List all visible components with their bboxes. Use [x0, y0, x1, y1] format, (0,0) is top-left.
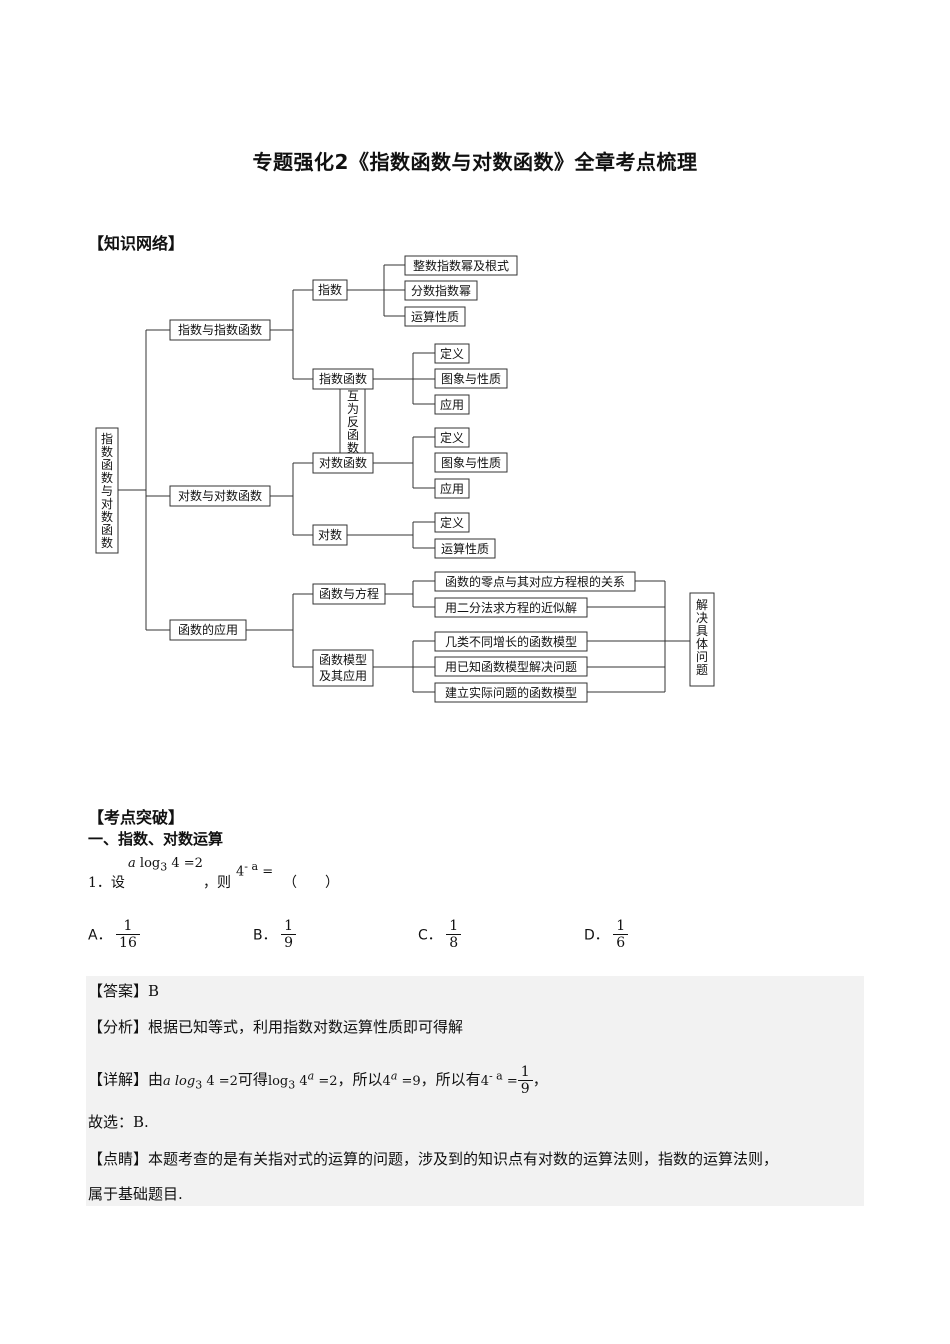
node-label: 指数与指数函数: [178, 322, 262, 337]
question-blank: （ ）: [283, 875, 339, 891]
expr-exp: - a: [244, 860, 259, 873]
expr-base: 4: [236, 864, 245, 880]
leaf-tuxiang-xingzhi: [434, 368, 508, 389]
question-condition: a log3 4 =2: [128, 856, 203, 874]
option-label: A．: [88, 927, 112, 944]
leaf-label: 定义: [440, 430, 464, 445]
option-label: B．: [253, 927, 277, 944]
leaf-label: 建立实际问题的函数模型: [445, 685, 577, 700]
answer-line: 【答案】B: [88, 982, 160, 1000]
analysis-line: 【分析】根据已知等式，利用指数对数运算性质即可得解: [88, 1018, 464, 1036]
node-hanshu-moxing: [312, 649, 374, 687]
leaf-label: 用已知函数模型解决问题: [445, 659, 577, 674]
log-fn: log: [139, 856, 161, 871]
knowledge-map: 指数函数与对数函数 指数与指数函数 对数与对数函数 函数的应用 指数 指数函数 …: [95, 255, 715, 703]
solve-box: [689, 592, 715, 687]
comment-line-1: 【点睛】本题考查的是有关指对式的运算的问题，涉及到的知识点有对数的运算法则，指数…: [88, 1150, 779, 1168]
leaf-label: 运算性质: [411, 309, 459, 324]
comment-line-2: 属于基础题目.: [88, 1185, 183, 1203]
leaf-tuxiang-xingzhi: [434, 452, 508, 473]
leaf-label: 运算性质: [441, 541, 489, 556]
node-label: 函数的应用: [178, 622, 238, 637]
leaf-label: 用二分法求方程的近似解: [445, 600, 577, 615]
section-knowledge-heading: 【知识网络】: [88, 234, 185, 253]
leaf-label: 图象与性质: [441, 456, 501, 470]
leaf-dingyi: [434, 427, 470, 448]
expr-eq: =: [258, 864, 274, 880]
solve-note: 解决具体问题: [696, 598, 708, 677]
leaf-label: 整数指数幂及根式: [413, 258, 509, 273]
leaf-yunsuan-xingzhi: [404, 306, 466, 327]
leaf-fenshu-zhishumi: [404, 280, 478, 301]
node-label: 对数与对数函数: [178, 488, 262, 503]
leaf-label: 函数的零点与其对应方程根的关系: [445, 574, 625, 589]
node-label: 函数模型: [319, 652, 367, 667]
cond-rest: 4 =2: [167, 856, 203, 871]
leaf-yingyong: [434, 394, 470, 415]
leaf-label: 定义: [440, 346, 464, 361]
leaf-label: 应用: [440, 481, 464, 496]
leaf-dingyi: [434, 512, 470, 533]
root-label: 指数函数与对数函数: [101, 431, 113, 550]
leaf-dingyi: [434, 343, 470, 364]
leaf-label: 应用: [440, 397, 464, 412]
node-label: 函数与方程: [319, 586, 379, 601]
leaf-label: 定义: [440, 515, 464, 530]
var-a: a: [128, 856, 136, 871]
option-label: C．: [418, 927, 442, 944]
leaf-label: 图象与性质: [441, 372, 501, 386]
page-title: 专题强化2《指数函数与对数函数》全章考点梳理: [252, 150, 698, 174]
node-label: 对数函数: [319, 455, 367, 470]
question-number: 1．设: [88, 875, 125, 891]
node-label: 及其应用: [319, 668, 367, 683]
subsection-heading: 一、指数、对数运算: [88, 830, 224, 848]
node-label: 指数: [318, 282, 342, 297]
log-base: 3: [160, 860, 168, 874]
answer-panel: [86, 976, 864, 1206]
leaf-zhengshu-zhishumi: [404, 255, 518, 276]
node-label: 指数函数: [319, 371, 367, 386]
question-expression: 4- a =: [236, 860, 273, 879]
node-label: 对数: [318, 527, 342, 542]
leaf-label: 分数指数幂: [411, 283, 471, 298]
leaf-label: 几类不同增长的函数模型: [445, 634, 577, 649]
inverse-note: 互为反函数: [347, 389, 359, 455]
choose-line: 故选：B.: [88, 1113, 149, 1131]
detail-line: 【详解】由a log3 4 =2可得log3 4a =2，所以4a =9，所以有…: [88, 1064, 548, 1097]
option-label: D．: [584, 927, 609, 944]
question-then: ，则: [203, 875, 231, 891]
leaf-yingyong: [434, 478, 470, 499]
section-points-heading: 【考点突破】: [88, 808, 185, 827]
leaf-yunsuan-xingzhi: [434, 538, 496, 559]
